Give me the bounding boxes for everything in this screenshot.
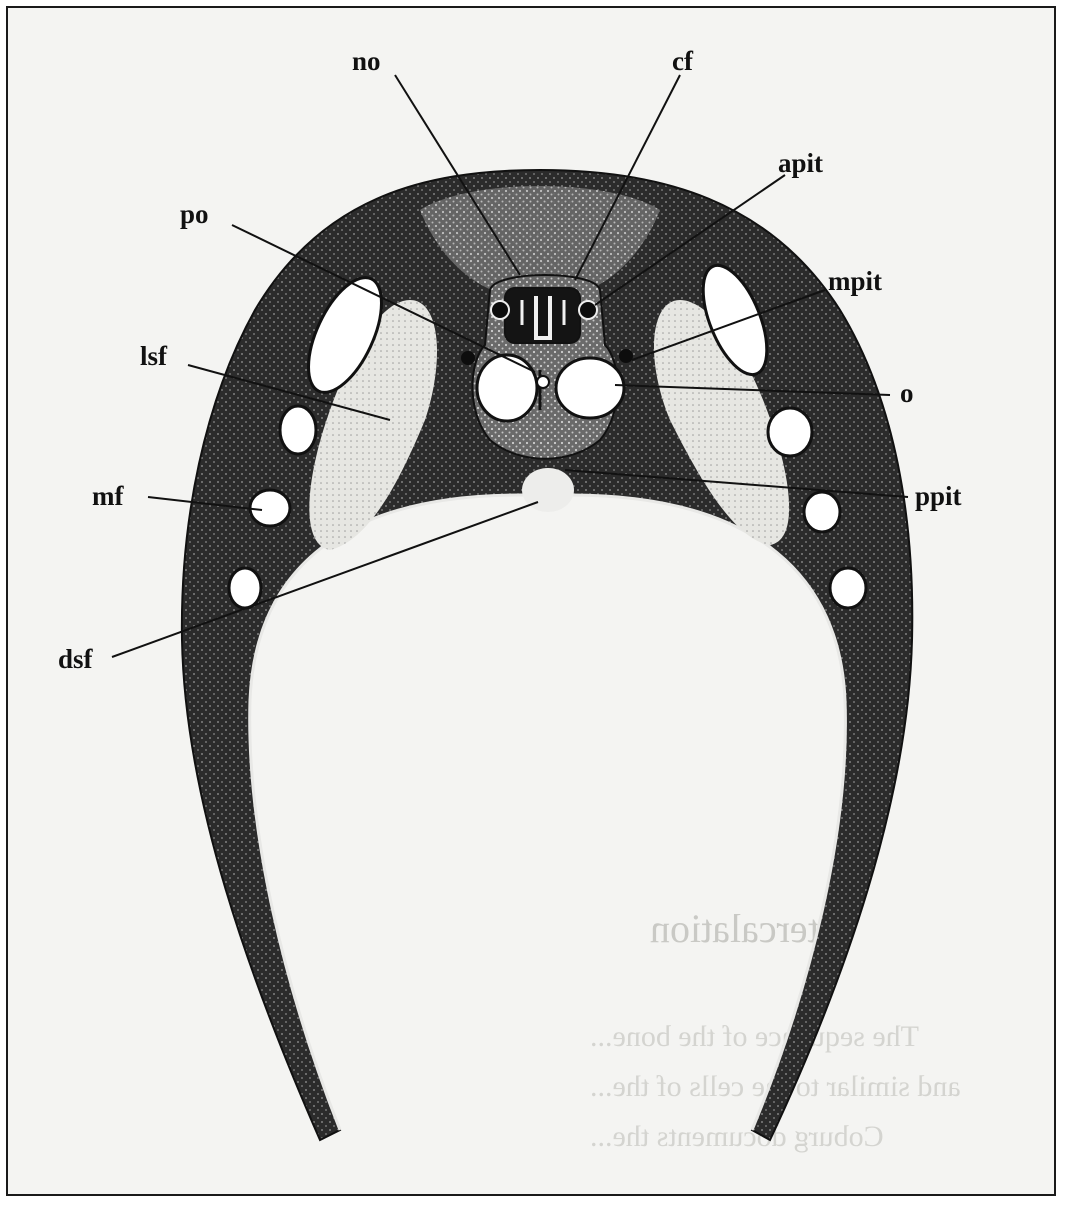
- marginal-fenestra: [250, 490, 290, 526]
- label-no: no: [352, 46, 381, 76]
- middle-pit-right: [619, 349, 633, 363]
- orbit-right: [556, 358, 624, 418]
- label-po: po: [180, 199, 209, 229]
- orbit-left: [477, 355, 537, 421]
- label-mf: mf: [92, 481, 124, 511]
- label-apit: apit: [778, 148, 823, 178]
- nasal-opening: [505, 288, 580, 343]
- marginal-fenestra: [280, 406, 316, 454]
- marginal-fenestra: [768, 408, 812, 456]
- label-o: o: [900, 378, 914, 408]
- label-dsf: dsf: [58, 644, 94, 674]
- marginal-fenestra: [229, 568, 261, 608]
- pineal-opening: [537, 376, 549, 388]
- label-mpit: mpit: [828, 266, 882, 296]
- anterior-pit-left: [491, 301, 509, 319]
- label-ppit: ppit: [915, 481, 962, 511]
- middle-pit-left: [461, 351, 475, 365]
- label-cf: cf: [672, 46, 694, 76]
- label-lsf: lsf: [140, 341, 168, 371]
- anterior-pit-right: [579, 301, 597, 319]
- marginal-fenestra: [830, 568, 866, 608]
- marginal-fenestra: [804, 492, 840, 532]
- shield-inner-margin: [250, 495, 846, 1130]
